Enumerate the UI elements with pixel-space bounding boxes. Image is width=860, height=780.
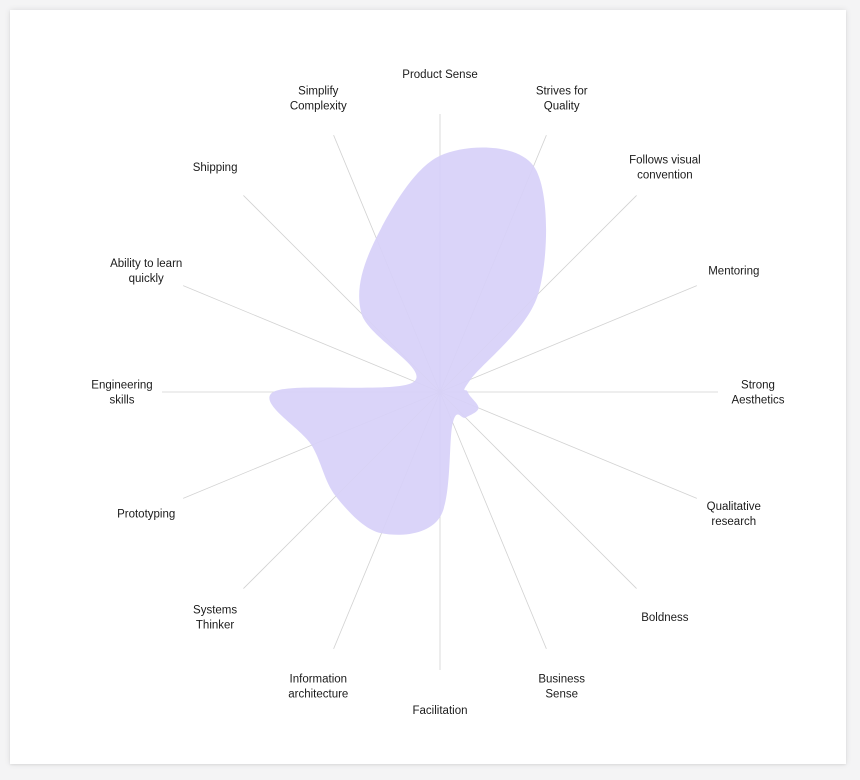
axis-label-line: Information xyxy=(290,673,348,685)
axis-label-line: Simplify xyxy=(298,86,339,98)
radar-point-shipping xyxy=(359,311,363,315)
axis-label-follows-visual-convention: Follows visual convention xyxy=(629,155,701,182)
axis-label-line: research xyxy=(711,516,756,528)
axis-line-business-sense xyxy=(439,391,547,649)
axis-label-line: Engineering xyxy=(91,380,152,392)
radar-point-engineering-skills xyxy=(271,390,275,394)
axis-line-qualitative-research xyxy=(439,391,697,499)
radar-point-facilitation xyxy=(438,515,442,519)
axis-label-line: Shipping xyxy=(193,162,238,174)
axis-label-line: Follows visual xyxy=(629,155,701,167)
axis-label-engineering-skills: Engineering skills xyxy=(91,380,152,407)
axis-label-line: Business xyxy=(538,673,585,685)
axis-label-line: skills xyxy=(110,395,135,407)
axis-label-boldness: Boldness xyxy=(641,612,689,624)
radar-point-information-architecture xyxy=(380,531,384,535)
radar-point-ability-to-learn-quickly xyxy=(412,379,416,383)
axis-label-shipping: Shipping xyxy=(193,162,238,174)
radar-point-strives-for-quality xyxy=(532,164,536,168)
axis-label-line: Sense xyxy=(545,688,578,700)
axis-label-qualitative-research: Qualitative research xyxy=(707,501,761,528)
axis-label-line: quickly xyxy=(129,273,164,285)
radar-point-follows-visual-convention xyxy=(536,292,540,296)
axis-line-boldness xyxy=(439,391,637,589)
axis-label-line: Mentoring xyxy=(708,265,759,277)
axis-label-product-sense: Product Sense xyxy=(402,69,477,81)
radar-point-prototyping xyxy=(310,443,314,447)
axis-label-line: Facilitation xyxy=(413,705,468,717)
axis-label-line: Boldness xyxy=(641,612,689,624)
axis-label-prototyping: Prototyping xyxy=(117,509,175,521)
axis-label-line: Strong xyxy=(741,380,775,392)
axis-label-line: Product Sense xyxy=(402,69,477,81)
radar-point-business-sense xyxy=(451,421,455,425)
radar-point-boldness xyxy=(464,416,468,420)
radar-point-strong-aesthetics xyxy=(466,390,470,394)
axis-label-facilitation: Facilitation xyxy=(413,705,468,717)
axis-label-line: Strives for xyxy=(536,86,588,98)
axis-label-line: Systems xyxy=(193,604,237,616)
radar-point-mentoring xyxy=(469,377,473,381)
axis-label-information-architecture: Information architecture xyxy=(288,673,348,700)
axis-label-mentoring: Mentoring xyxy=(708,265,759,277)
axis-label-line: Thinker xyxy=(196,619,235,631)
axis-line-ability-to-learn-quickly xyxy=(183,285,441,393)
axis-label-line: Aesthetics xyxy=(731,395,784,407)
axis-label-ability-to-learn-quickly: Ability to learn quickly xyxy=(110,258,182,285)
axis-label-line: convention xyxy=(637,170,693,182)
radar-point-systems-thinker xyxy=(334,494,338,498)
radar-point-product-sense xyxy=(438,154,442,158)
axis-line-mentoring xyxy=(439,285,697,393)
axis-label-line: Quality xyxy=(544,101,580,113)
radar-area xyxy=(269,147,547,535)
axis-label-line: Complexity xyxy=(290,101,347,113)
axis-label-line: Prototyping xyxy=(117,509,175,521)
axis-label-line: architecture xyxy=(288,688,348,700)
radar-point-simplify-complexity xyxy=(374,236,378,240)
radar-point-qualitative-research xyxy=(477,406,481,410)
axis-label-line: Qualitative xyxy=(707,501,761,513)
axis-label-line: Ability to learn xyxy=(110,258,182,270)
